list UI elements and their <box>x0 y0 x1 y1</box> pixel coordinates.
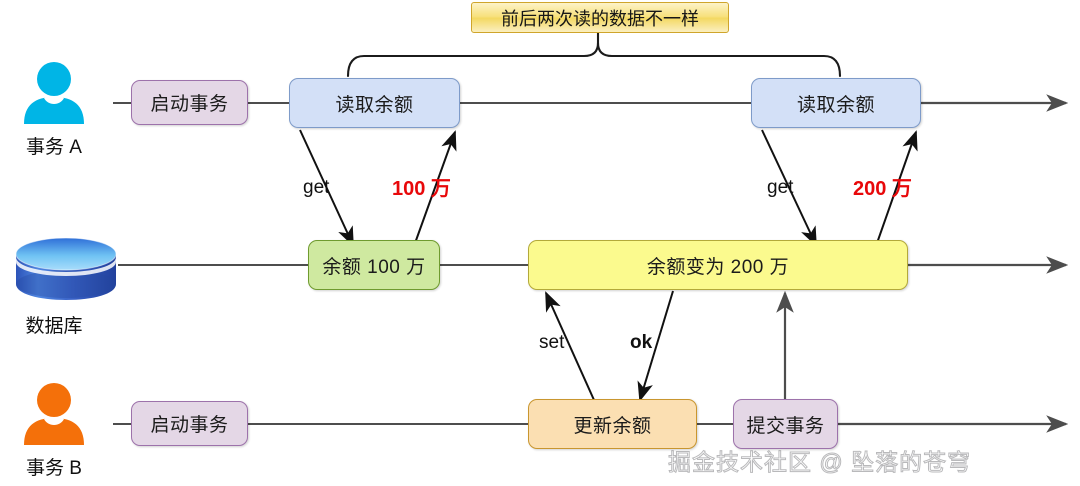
arrow-set <box>545 291 595 401</box>
edge-label-get-1: get <box>303 177 330 198</box>
edge-label-set: set <box>539 332 565 353</box>
arrow-ok <box>637 290 674 402</box>
node-a-begin-transaction[interactable]: 启动事务 <box>131 80 248 125</box>
node-a-read-balance-2[interactable]: 读取余额 <box>751 78 921 128</box>
arrow-value-1 <box>413 130 457 247</box>
watermark: 掘金技术社区 @ 坠落的苍穹 <box>667 449 972 476</box>
arrow-get-2 <box>761 129 817 247</box>
actor-label-b: 事务 B <box>6 447 102 480</box>
edge-label-value-1: 100 万 <box>392 178 451 200</box>
arrow-value-2 <box>875 130 918 247</box>
database-icon <box>15 237 117 300</box>
actor-label-db: 数据库 <box>6 305 102 338</box>
node-db-balance-changed-200[interactable]: 余额变为 200 万 <box>528 240 908 290</box>
actor-a-caption: 事务 A <box>26 137 82 158</box>
node-b-update-balance[interactable]: 更新余额 <box>528 399 697 449</box>
edge-label-get-2: get <box>767 177 794 198</box>
callout-banner: 前后两次读的数据不一样 <box>471 2 729 33</box>
edge-label-value-2: 200 万 <box>853 178 912 200</box>
person-icon-b <box>24 383 84 445</box>
node-b-commit-transaction[interactable]: 提交事务 <box>733 399 838 449</box>
span-brace <box>346 30 842 78</box>
node-b-begin-transaction[interactable]: 启动事务 <box>131 401 248 446</box>
node-db-balance-100[interactable]: 余额 100 万 <box>308 240 440 290</box>
node-a-read-balance-1[interactable]: 读取余额 <box>289 78 460 128</box>
actor-db-caption: 数据库 <box>25 316 83 337</box>
person-icon-a <box>24 62 84 124</box>
arrow-get-1 <box>299 129 354 247</box>
actor-label-a: 事务 A <box>6 126 102 159</box>
edge-label-ok: ok <box>630 332 653 353</box>
actor-b-caption: 事务 B <box>26 458 82 479</box>
